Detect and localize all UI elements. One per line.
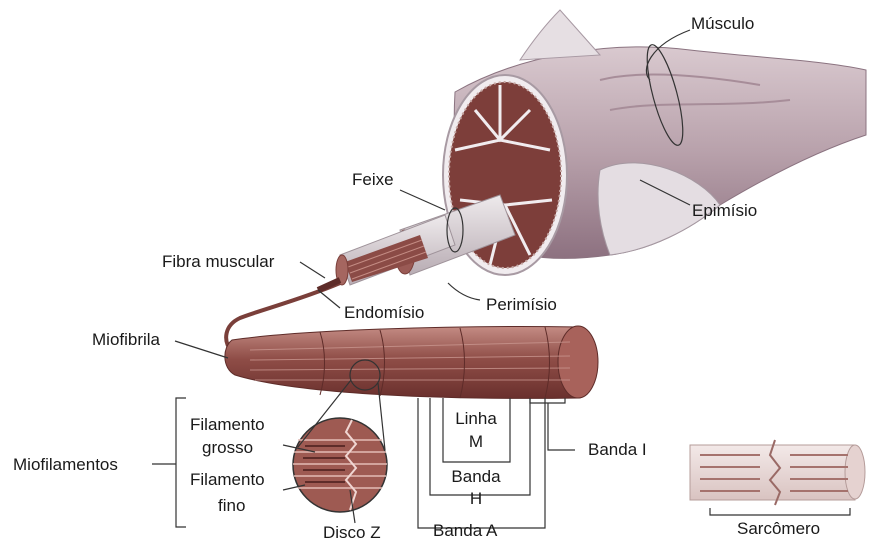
label-linha-m-line1: Linha [448,409,504,429]
label-sarcomero: Sarcômero [737,519,820,539]
label-banda-h-line2: H [448,489,504,509]
label-filamento-fino-line2: fino [218,496,245,516]
sarcomere-illustration [690,440,865,505]
myofibril-end [558,326,598,398]
label-fibra-muscular: Fibra muscular [162,252,274,272]
label-endomisio: Endomísio [344,303,424,323]
label-banda-a: Banda A [433,521,497,541]
myofibril-illustration [225,326,598,398]
label-musculo: Músculo [691,14,754,34]
label-miofibrila: Miofibrila [92,330,160,350]
label-linha-m-line2: M [448,432,504,452]
label-epimisio: Epimísio [692,201,757,221]
label-disco-z: Disco Z [323,523,381,541]
muscle-tendon-top [520,10,600,60]
myofibril-body [225,327,580,399]
label-feixe: Feixe [352,170,394,190]
label-filamento-grosso-line2: grosso [202,438,253,458]
label-miofilamentos: Miofilamentos [13,455,118,475]
label-filamento-grosso-line1: Filamento [190,415,265,435]
label-perimisio: Perimísio [486,295,557,315]
label-banda-h-line1: Banda [448,467,504,487]
label-banda-i: Banda I [588,440,647,460]
label-filamento-fino-line1: Filamento [190,470,265,490]
